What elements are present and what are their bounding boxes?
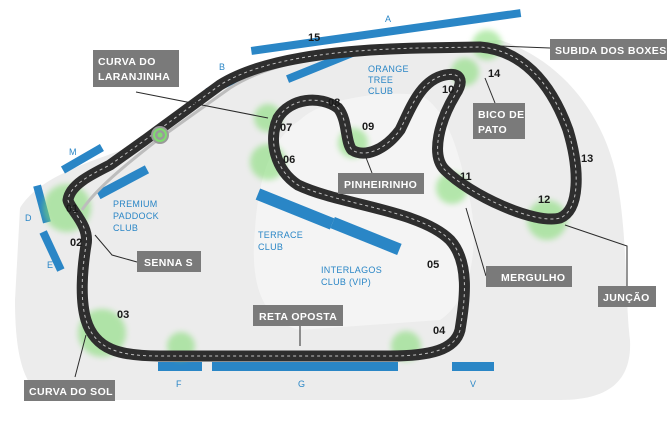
target-icon bbox=[151, 126, 169, 144]
premium-paddock-line2: PADDOCK bbox=[113, 211, 159, 221]
orange-tree-line1: ORANGE bbox=[368, 64, 409, 74]
stand-label-v: V bbox=[470, 379, 476, 389]
stand-v[interactable] bbox=[452, 362, 494, 371]
turn-06: 06 bbox=[283, 154, 295, 166]
stand-label-f: F bbox=[176, 379, 182, 389]
callout-laranjinha-line2: LARANJINHA bbox=[98, 71, 170, 83]
callout-bico-de-pato-line2: PATO bbox=[478, 124, 507, 136]
callout-curva-do-laranjinha[interactable]: CURVA DO LARANJINHA bbox=[93, 50, 179, 87]
terrace-line1: TERRACE bbox=[258, 230, 303, 240]
turn-15: 15 bbox=[308, 32, 320, 44]
turn-numbers: 01 02 03 04 05 06 07 08 09 10 11 12 13 1… bbox=[66, 32, 593, 337]
stand-label-g: G bbox=[298, 379, 305, 389]
turn-14: 14 bbox=[488, 68, 501, 80]
premium-paddock-line1: PREMIUM bbox=[113, 199, 158, 209]
stand-m[interactable] bbox=[60, 144, 104, 174]
stand-label-b: B bbox=[219, 62, 225, 72]
turn-05: 05 bbox=[427, 259, 439, 271]
callouts: CURVA DO LARANJINHA SUBIDA DOS BOXES BIC… bbox=[24, 39, 667, 401]
stand-label-e: E bbox=[47, 260, 53, 270]
turn-10: 10 bbox=[442, 84, 454, 96]
leader-lines bbox=[74, 45, 628, 378]
terrace-line2: CLUB bbox=[258, 242, 283, 252]
stand-g[interactable] bbox=[212, 362, 398, 371]
turn-11: 11 bbox=[460, 171, 472, 183]
area-labels: ORANGE TREE CLUB PREMIUM PADDOCK CLUB TE… bbox=[113, 64, 409, 287]
track-centerline bbox=[67, 46, 577, 357]
turn-12: 12 bbox=[538, 194, 550, 206]
callout-laranjinha-line1: CURVA DO bbox=[98, 56, 156, 68]
stand-interlagos-club[interactable] bbox=[330, 216, 402, 256]
callout-pinheirinho-text: PINHEIRINHO bbox=[344, 179, 417, 191]
stand-terrace[interactable] bbox=[255, 188, 335, 230]
turn-02: 02 bbox=[70, 237, 82, 249]
orange-tree-line2: TREE bbox=[368, 75, 393, 85]
stand-a[interactable] bbox=[250, 9, 522, 55]
turn-03: 03 bbox=[117, 309, 129, 321]
turn-04: 04 bbox=[433, 325, 446, 337]
interlagos-club-line2: CLUB (VIP) bbox=[321, 277, 371, 287]
callout-senna-s-text: SENNA S bbox=[144, 257, 193, 269]
callout-mergulho-text: MERGULHO bbox=[501, 272, 565, 284]
callout-juncao[interactable]: JUNÇÃO bbox=[598, 286, 656, 307]
callout-mergulho[interactable]: MERGULHO bbox=[486, 266, 572, 287]
callout-reta-oposta[interactable]: RETA OPOSTA bbox=[253, 305, 343, 326]
stand-e[interactable] bbox=[39, 230, 65, 272]
infield-light-area bbox=[253, 93, 474, 330]
callout-senna-s[interactable]: SENNA S bbox=[137, 251, 201, 272]
stand-label-a: A bbox=[385, 14, 391, 24]
callout-pinheirinho[interactable]: PINHEIRINHO bbox=[338, 173, 424, 194]
interlagos-club-line1: INTERLAGOS bbox=[321, 265, 382, 275]
turn-01: 01 bbox=[66, 203, 78, 215]
stand-f[interactable] bbox=[158, 362, 202, 371]
callout-bico-de-pato[interactable]: BICO DE PATO bbox=[473, 103, 525, 139]
callout-subida-dos-boxes-text: SUBIDA DOS BOXES bbox=[555, 45, 667, 57]
stand-premium-paddock[interactable] bbox=[96, 165, 150, 200]
callout-juncao-text: JUNÇÃO bbox=[603, 291, 650, 304]
callout-curva-do-sol-text: CURVA DO SOL bbox=[29, 386, 113, 398]
turn-13: 13 bbox=[581, 153, 593, 165]
turn-09: 09 bbox=[362, 121, 374, 133]
turn-07: 07 bbox=[280, 122, 292, 134]
premium-paddock-line3: CLUB bbox=[113, 223, 138, 233]
callout-subida-dos-boxes[interactable]: SUBIDA DOS BOXES bbox=[550, 39, 667, 60]
orange-tree-line3: CLUB bbox=[368, 86, 393, 96]
callout-bico-de-pato-line1: BICO DE bbox=[478, 109, 525, 121]
stand-label-d: D bbox=[25, 213, 32, 223]
callout-curva-do-sol[interactable]: CURVA DO SOL bbox=[24, 380, 115, 401]
callout-reta-oposta-text: RETA OPOSTA bbox=[259, 311, 337, 323]
grandstand-letters: A B M D E F G V bbox=[25, 14, 476, 389]
stand-label-m: M bbox=[69, 147, 77, 157]
turn-08: 08 bbox=[328, 97, 340, 109]
